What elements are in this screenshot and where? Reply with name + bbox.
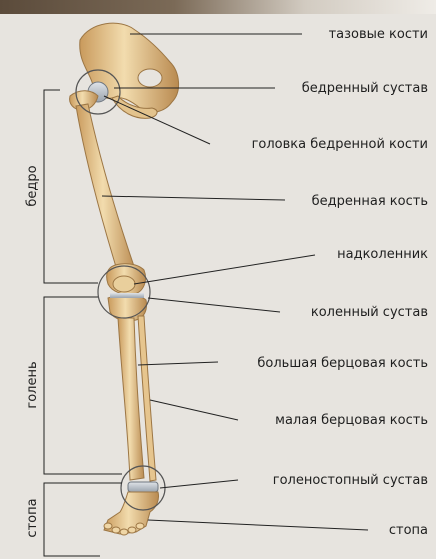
leader-tibia — [138, 362, 218, 365]
label-patella: надколенник — [337, 247, 428, 262]
label-ankle-joint: голеностопный сустав — [273, 473, 428, 488]
leader-foot — [148, 520, 368, 530]
label-foot: стопа — [389, 523, 428, 538]
region-label-thigh: бедро — [25, 165, 40, 206]
leader-knee-joint — [148, 298, 280, 312]
label-knee-joint: коленный сустав — [311, 305, 428, 320]
label-fibula: малая берцовая кость — [275, 413, 428, 428]
label-femur: бедренная кость — [312, 194, 428, 209]
label-pelvis: тазовые кости — [329, 27, 428, 42]
ankle-joint-shape — [128, 482, 158, 492]
bracket-shin — [44, 297, 122, 474]
region-brackets — [44, 90, 122, 556]
region-label-foot: стопа — [25, 498, 40, 537]
patella-shape — [113, 276, 135, 292]
leader-ankle-joint — [160, 480, 238, 488]
region-labels: бедро голень стопа — [25, 165, 40, 537]
label-tibia: большая берцовая кость — [257, 356, 428, 371]
knee-joint-gap — [110, 293, 144, 298]
region-label-shin: голень — [25, 361, 40, 408]
label-femoral-head: головка бедренной кости — [252, 137, 428, 152]
leader-fibula — [150, 400, 238, 420]
femur-shaft — [76, 104, 136, 280]
label-hip-joint: бедренный сустав — [302, 81, 428, 96]
labels: тазовые кости бедренный сустав головка б… — [252, 27, 429, 538]
pelvis-foramen — [138, 69, 162, 87]
leader-femur — [102, 196, 285, 200]
leader-patella — [134, 255, 315, 284]
